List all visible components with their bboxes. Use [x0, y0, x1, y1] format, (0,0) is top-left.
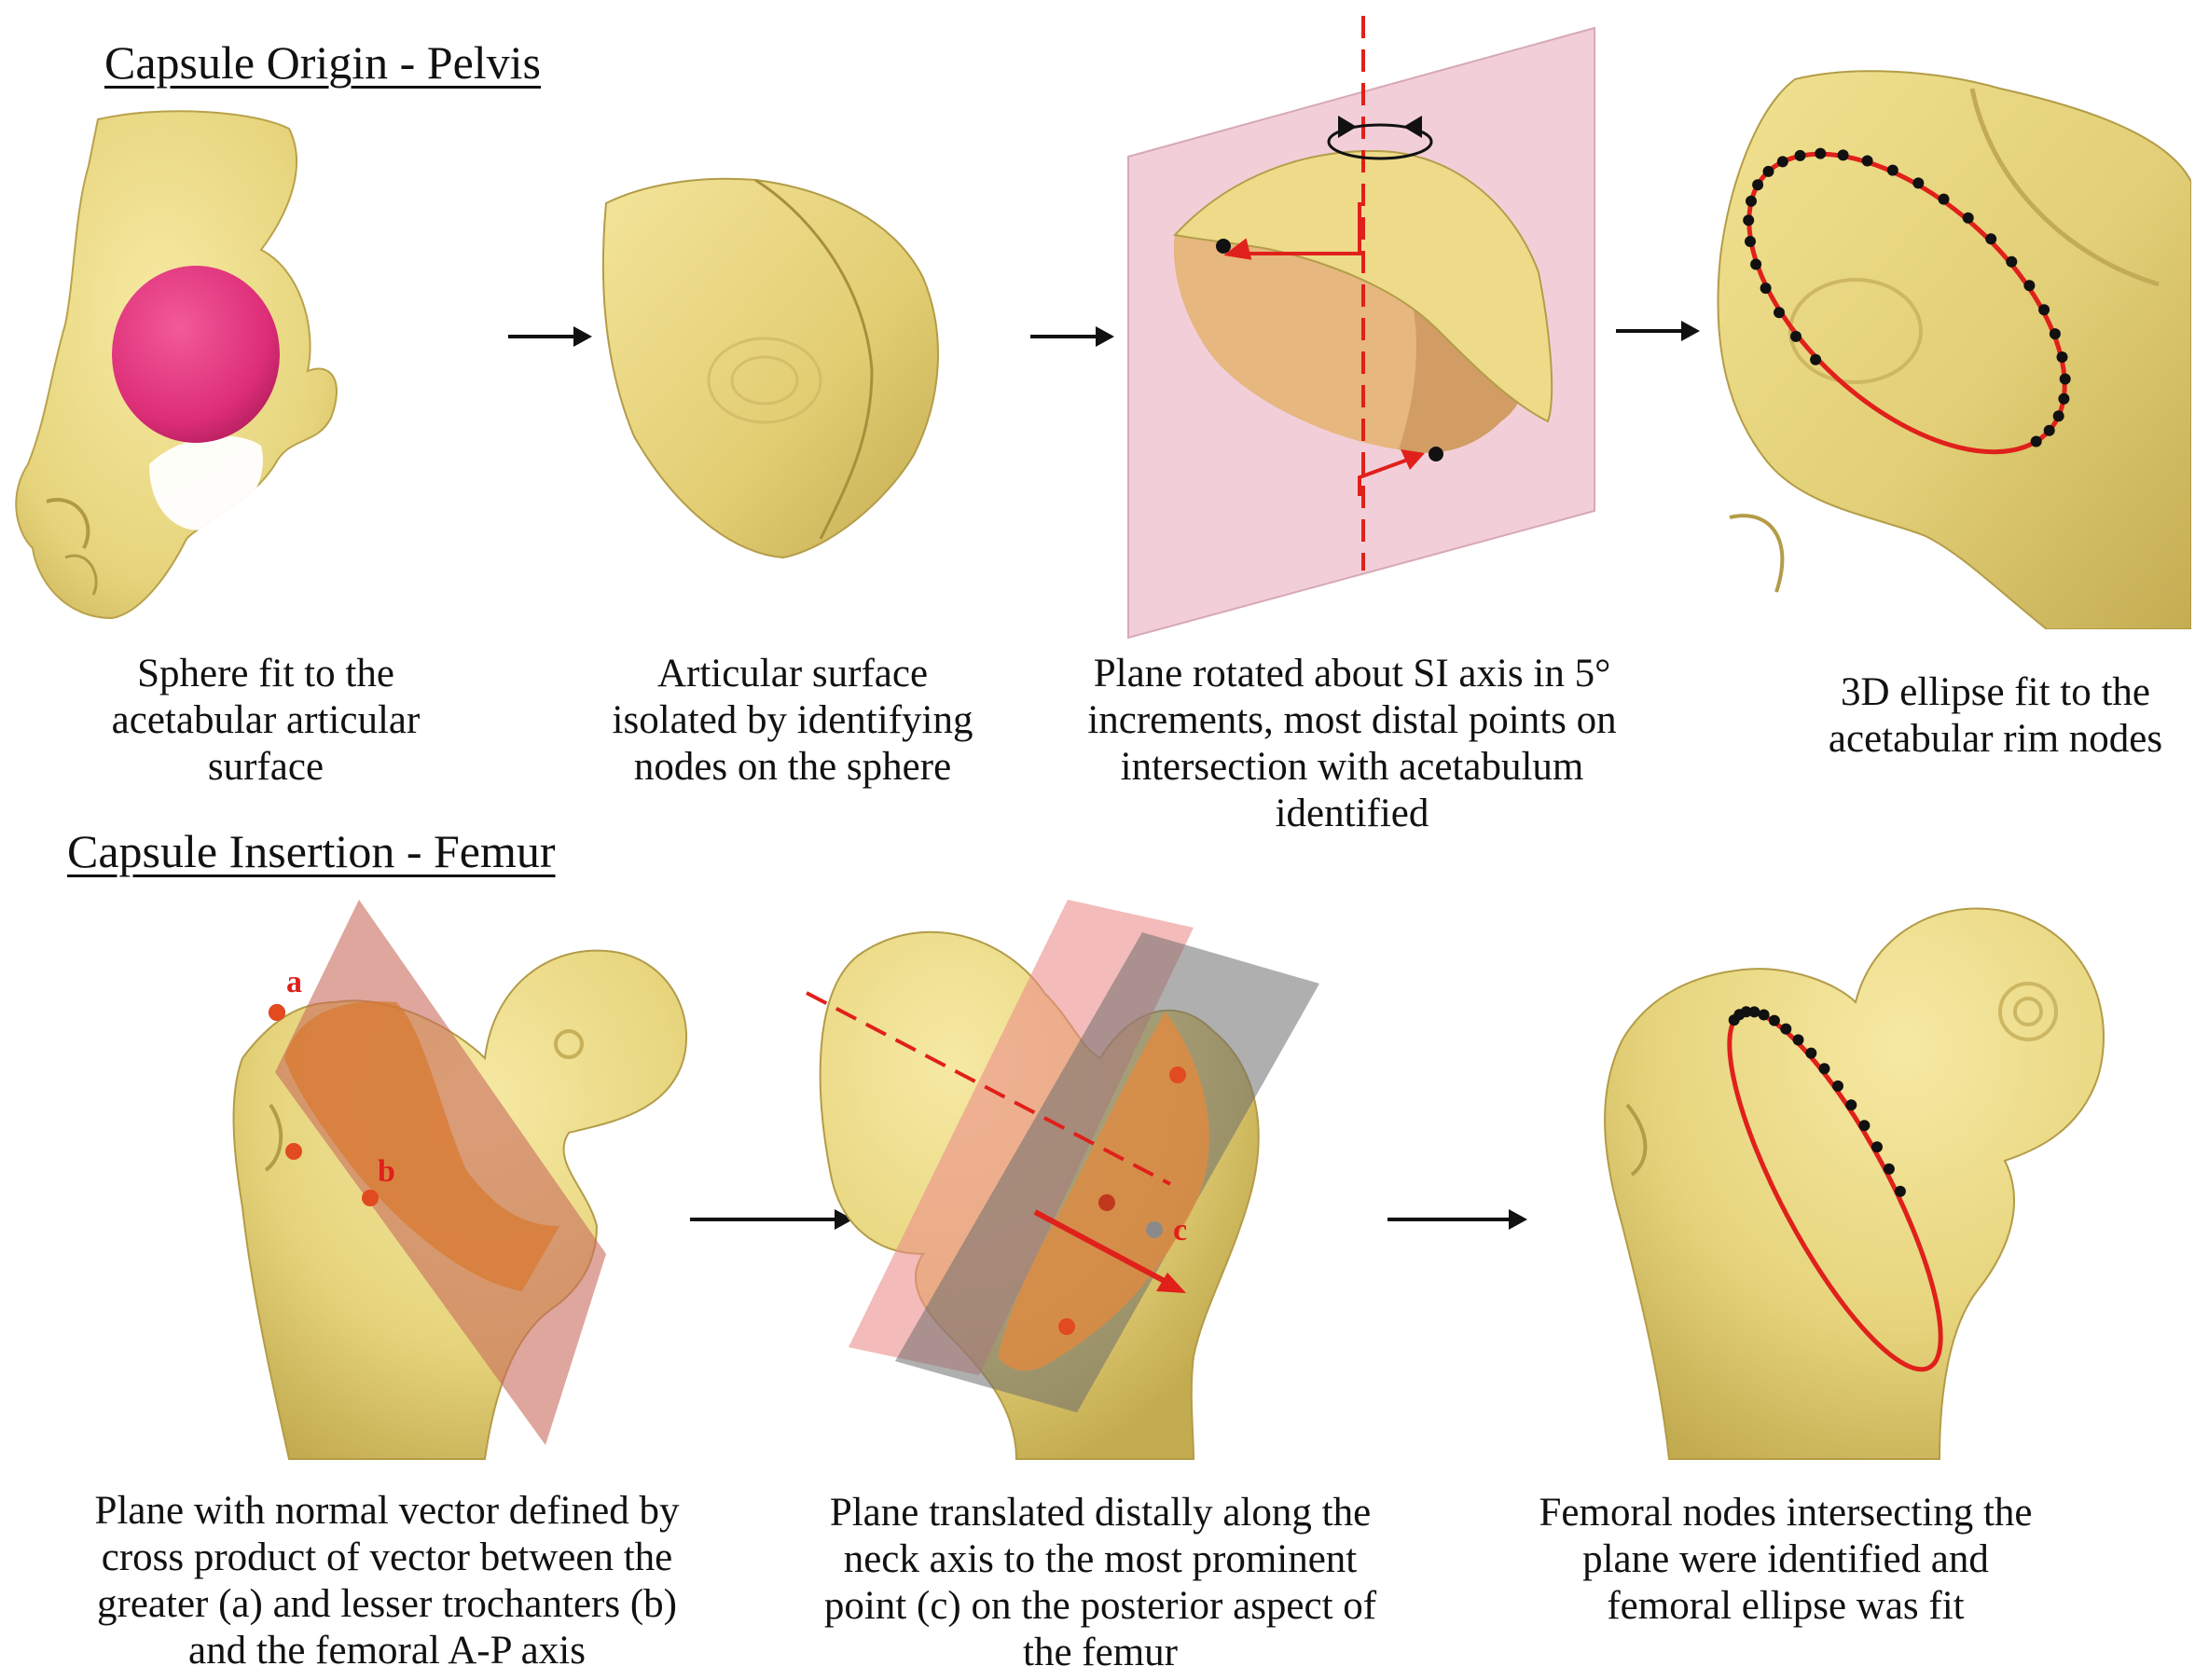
node-point: [1762, 165, 1774, 177]
node-point: [1837, 149, 1849, 161]
node-point: [1768, 1014, 1780, 1026]
pelvis-caption-3: Plane rotated about SI axis in 5° increm…: [1087, 652, 1617, 835]
node-point: [1774, 307, 1785, 319]
node-point: [1815, 147, 1827, 159]
distal-point-1: [1216, 239, 1231, 254]
node-point: [1962, 212, 1974, 224]
node-point: [1985, 233, 1997, 245]
label-a: a: [286, 965, 302, 999]
node-point: [1861, 155, 1873, 167]
node-point: [2023, 280, 2036, 292]
node-point: [1794, 149, 1806, 161]
femoral-nodes: [1728, 1006, 1906, 1197]
node-point: [1912, 177, 1925, 189]
pelvis-sphere-fit-image: [15, 110, 338, 620]
node-point: [1748, 1006, 1760, 1018]
femoral-ellipse-image: [1604, 907, 2105, 1460]
pelvis-section-title: Capsule Origin - Pelvis: [104, 36, 542, 89]
node-point: [1886, 164, 1898, 176]
distal-point-2: [1429, 447, 1443, 461]
node-point: [2043, 424, 2055, 436]
flow-arrow-pelvis-2: [1030, 326, 1114, 347]
femur-plane-image: a b: [232, 900, 688, 1460]
node-point: [1790, 330, 1802, 342]
pelvis-caption-2: Articular surface isolated by identifyin…: [612, 652, 973, 789]
articular-surface-image: [601, 177, 939, 559]
femur-caption-2: Plane translated distally along the neck…: [823, 1491, 1377, 1674]
node-point: [1745, 236, 1756, 247]
acetabular-ellipse-image: [1717, 70, 2191, 629]
rotation-indicator: [1327, 123, 1433, 160]
neck-axis: [806, 991, 1171, 1186]
node-point: [2030, 435, 2042, 448]
node-point: [1810, 353, 1822, 365]
node-point: [1871, 1141, 1883, 1153]
node-point: [1792, 1034, 1804, 1046]
node-point: [2058, 392, 2070, 405]
label-b: b: [378, 1154, 395, 1189]
trochanter-highlight: [284, 1001, 559, 1291]
node-point: [1760, 282, 1772, 295]
flow-arrow-pelvis-1: [508, 326, 592, 347]
node-point: [1758, 1009, 1770, 1021]
flow-arrow-pelvis-3: [1616, 321, 1700, 341]
label-c: c: [1173, 1213, 1187, 1247]
femur-bone-3: [1604, 907, 2105, 1460]
rotating-plane-image: [1127, 16, 1595, 640]
node-point: [1832, 1080, 1843, 1092]
node-point: [2052, 410, 2064, 422]
articular-shell: [601, 177, 939, 559]
node-point: [1883, 1163, 1895, 1175]
node-point: [2056, 351, 2068, 363]
femur-caption-1: Plane with normal vector defined by cros…: [94, 1489, 680, 1673]
pelvis-caption-4: 3D ellipse fit to the acetabular rim nod…: [1828, 670, 2163, 761]
translated-plane-image: c: [806, 900, 1319, 1460]
rim-nodes: [1743, 147, 2071, 448]
fitted-sphere: [112, 266, 280, 443]
node-point: [1845, 1099, 1857, 1111]
node-point: [1752, 179, 1764, 191]
acetabulum-bone: [1717, 70, 2191, 629]
node-point: [1818, 1063, 1830, 1075]
femur-section-title: Capsule Insertion - Femur: [67, 825, 556, 877]
node-point: [2006, 255, 2018, 268]
node-point: [2059, 373, 2071, 385]
flow-arrow-femur-1: [690, 1209, 853, 1230]
node-point: [1776, 156, 1788, 168]
pelvis-caption-1: Sphere fit to the acetabular articular s…: [111, 652, 421, 789]
node-point: [2038, 304, 2050, 316]
node-point: [1805, 1047, 1817, 1059]
point-c: [1146, 1221, 1163, 1238]
node-point: [1938, 193, 1950, 205]
node-point: [1780, 1023, 1792, 1035]
femur-caption-3: Femoral nodes intersecting the plane wer…: [1539, 1491, 2033, 1628]
flow-arrow-femur-2: [1387, 1209, 1527, 1230]
node-point: [1894, 1185, 1906, 1197]
node-point: [1858, 1120, 1871, 1132]
node-point: [1750, 258, 1762, 270]
node-point: [1740, 1006, 1752, 1018]
node-point: [1743, 214, 1755, 227]
node-point: [2049, 328, 2061, 340]
node-point: [1746, 195, 1757, 207]
